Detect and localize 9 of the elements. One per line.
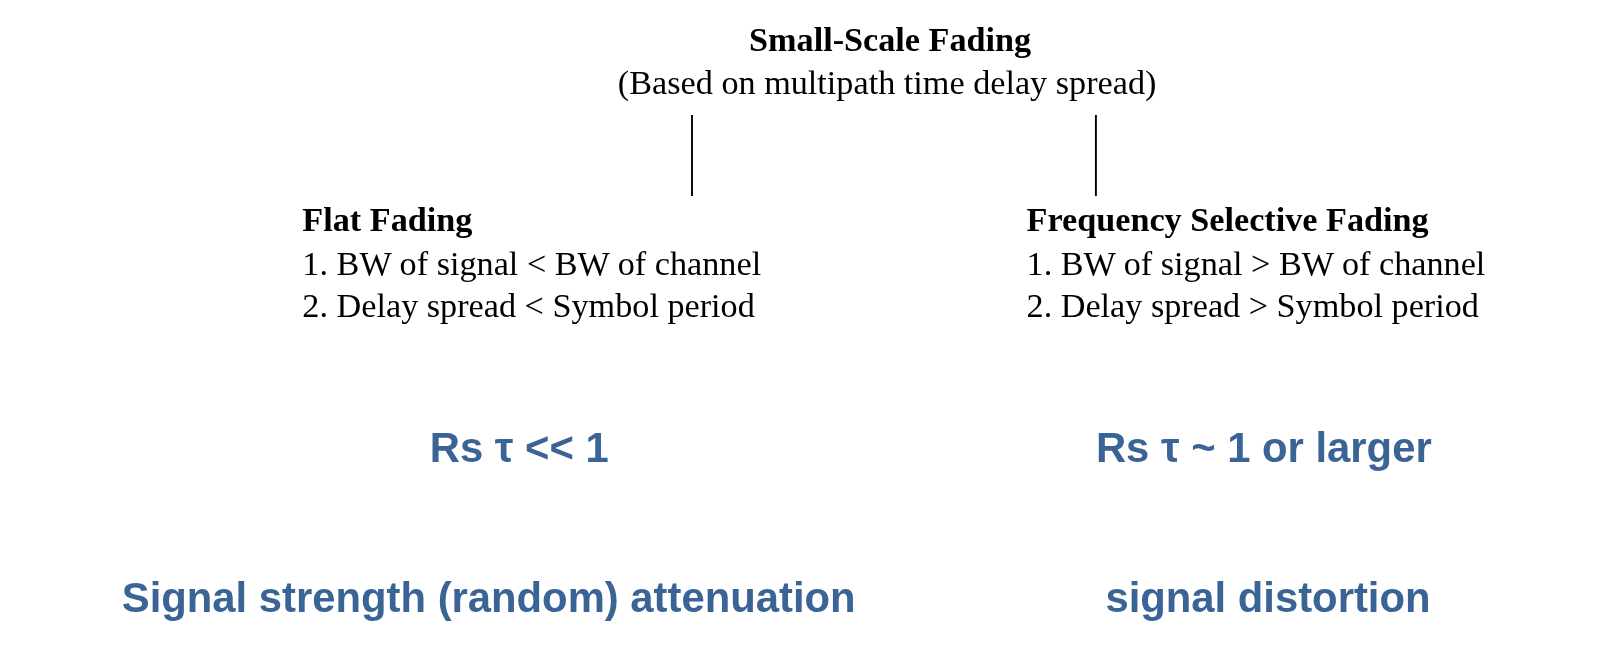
label: Rs τ ~ 1 or larger: [1095, 423, 1432, 471]
node-text: Frequency Selective Fading 1. BW of signal > BW of channel 2. Delay spread > Symbol period: [1026, 201, 1486, 324]
node-text: Flat Fading 1. BW of signal < BW of channel 2. Delay spread < Symbol period: [302, 201, 762, 324]
connector: [691, 114, 693, 198]
connector: [1094, 114, 1097, 198]
label: Signal strength (random) attenuation: [121, 573, 856, 621]
node-text: Small-Scale Fading (Based on multipath time delay spread): [617, 20, 1157, 102]
label: signal distortion: [1105, 573, 1431, 621]
label: Rs τ << 1: [429, 423, 609, 471]
